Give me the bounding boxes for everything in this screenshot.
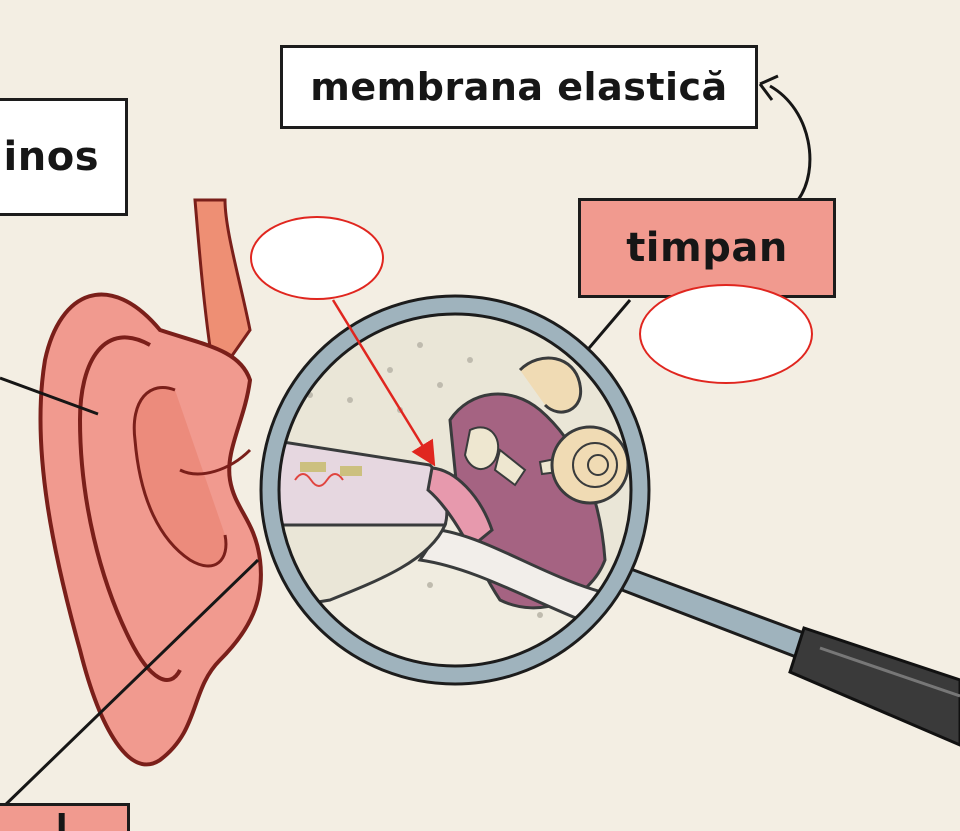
label-text: timpan (626, 225, 788, 271)
label-membrana-elastica: membrana elastică (280, 45, 758, 129)
magnifying-glass-icon (259, 294, 960, 747)
blank-answer-oval-top[interactable] (250, 216, 384, 300)
label-timpan: timpan (578, 198, 836, 298)
label-text: ginos (0, 134, 99, 180)
blank-answer-oval-right[interactable] (639, 284, 813, 384)
label-text: membrana elastică (310, 65, 728, 109)
label-bottom-partial: l (0, 803, 130, 831)
outer-ear (38, 198, 263, 767)
label-text: l (55, 808, 69, 831)
red-pointer-arrow (331, 299, 436, 467)
label-cartilaginos: ginos (0, 98, 128, 216)
curved-arrow-icon (769, 84, 812, 201)
